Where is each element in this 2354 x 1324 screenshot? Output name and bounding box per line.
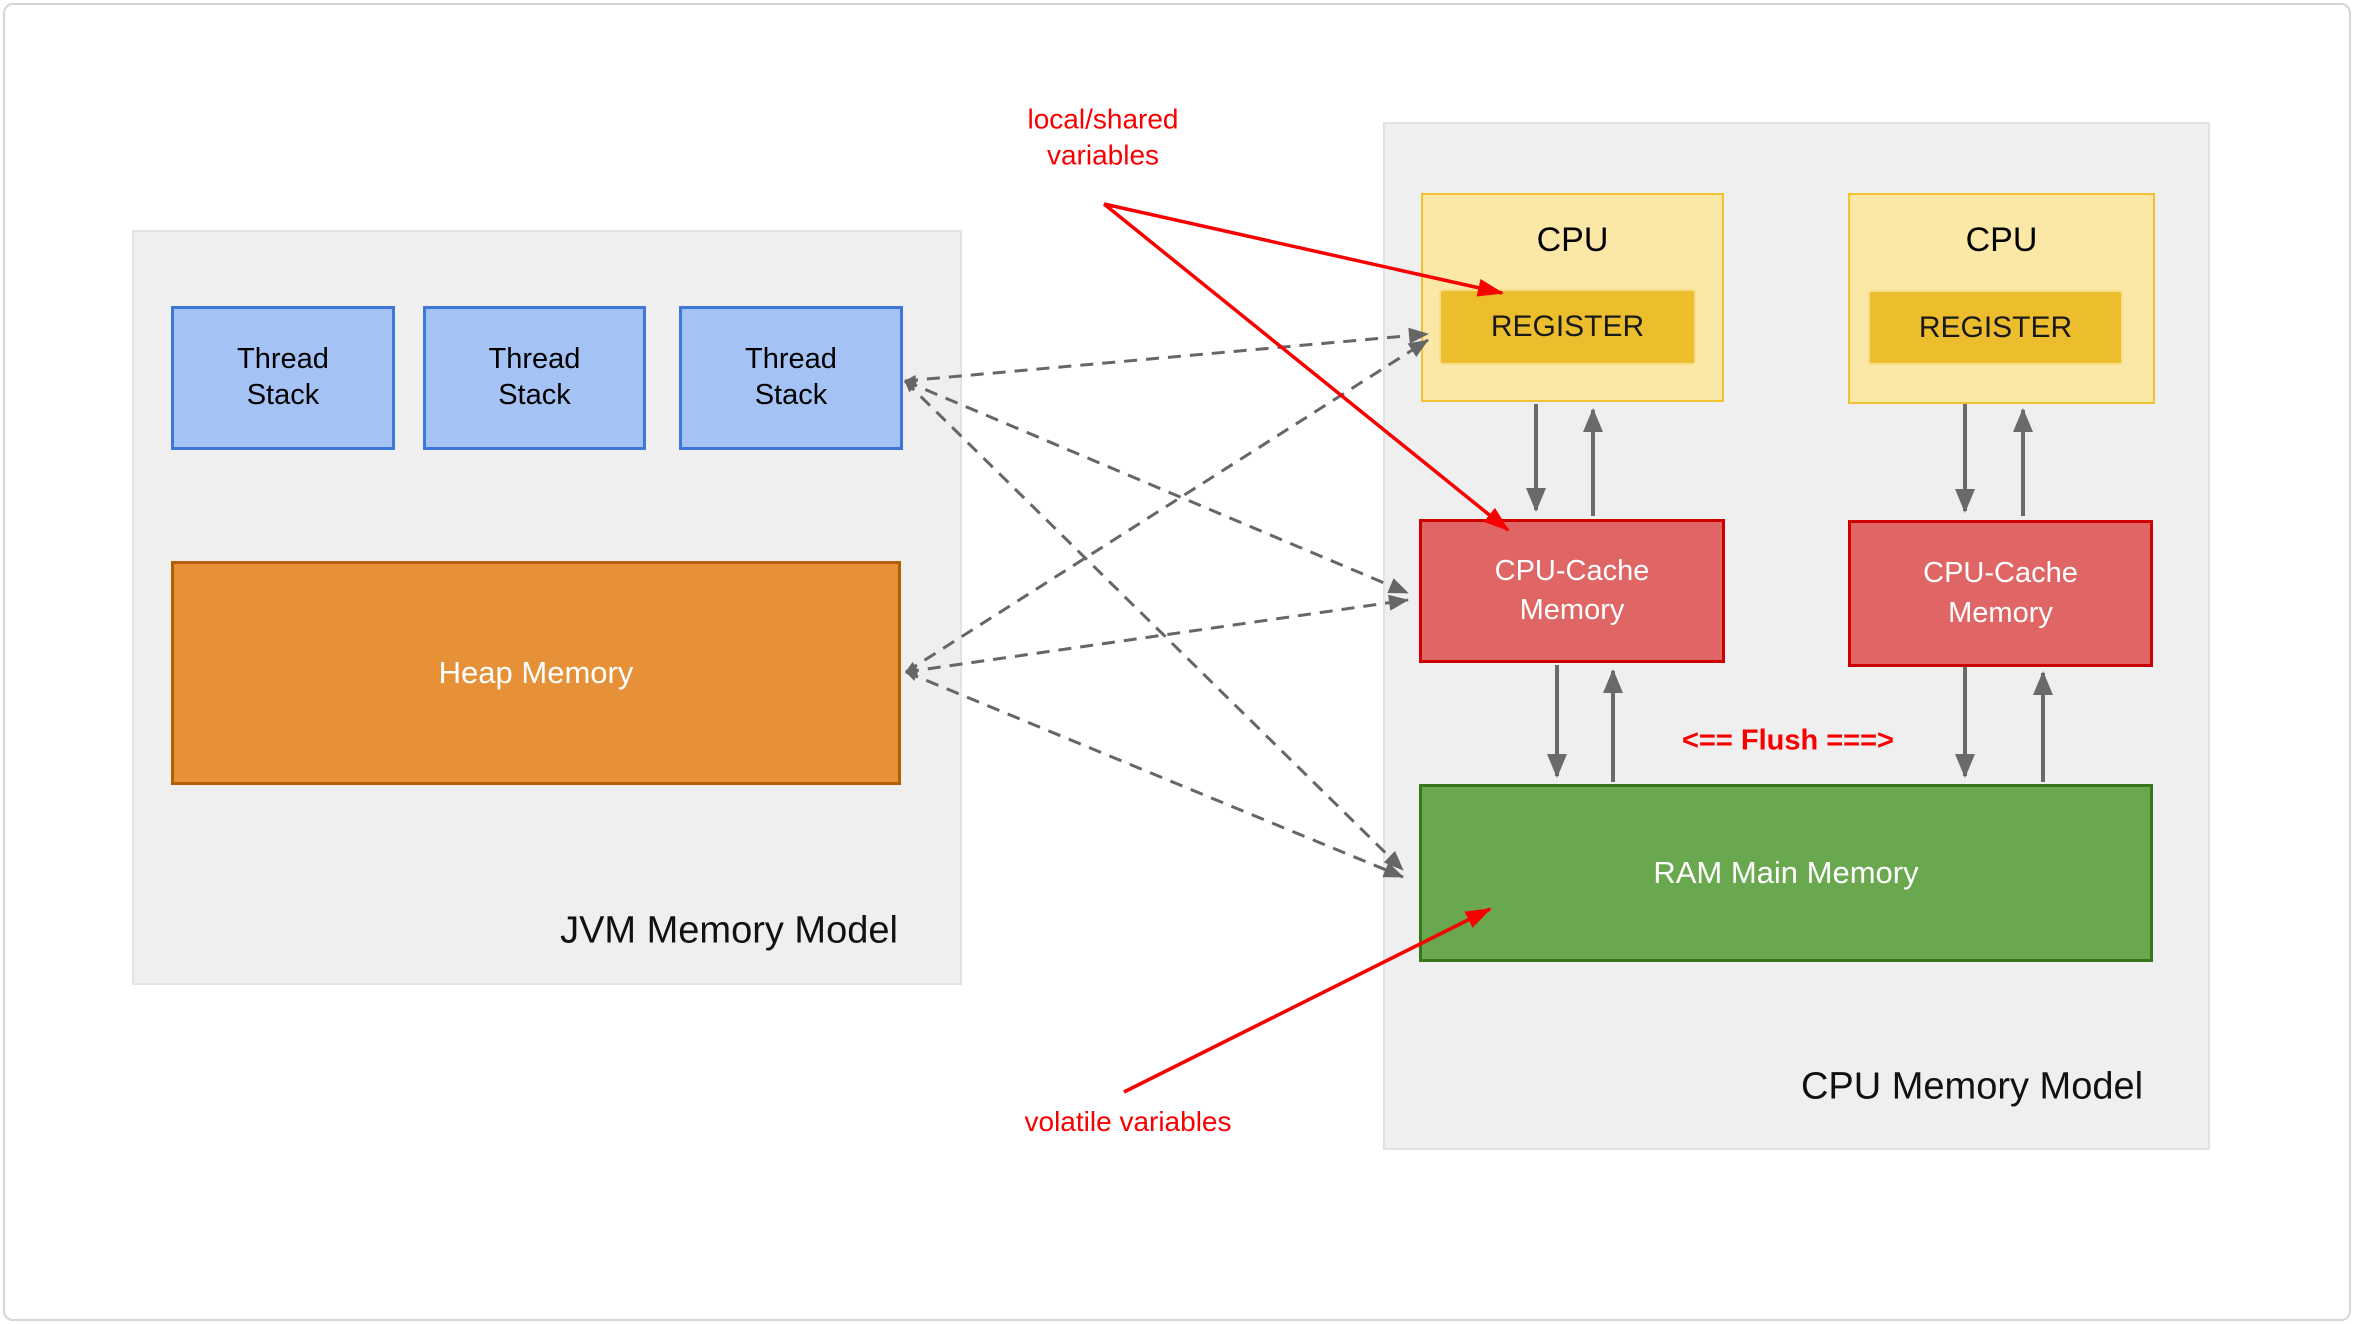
dashed-arrow-heap-cache xyxy=(905,594,1409,676)
thread-stack-box-1: Thread Stack xyxy=(171,306,395,450)
register-label: REGISTER xyxy=(1490,310,1645,343)
dashed-arrow-heap-register xyxy=(905,338,1429,674)
jvm-model-title: JVM Memory Model xyxy=(560,909,898,952)
dashed-arrow-stack-register xyxy=(904,327,1429,385)
flush-note: <== Flush ===> xyxy=(1682,724,1894,757)
ram-main-memory-box: RAM Main Memory xyxy=(1419,784,2153,962)
register-label: REGISTER xyxy=(1918,310,2073,344)
volatile-variables-note: volatile variables xyxy=(1024,1105,1232,1137)
thread-stack-label: Thread Stack xyxy=(745,343,837,411)
cpu-cache-box-1: CPU-Cache Memory xyxy=(1419,519,1725,663)
thread-stack-box-2: Thread Stack xyxy=(423,306,646,450)
cpu-label: CPU xyxy=(1965,221,2038,259)
cpu-label: CPU xyxy=(1536,221,1609,259)
ram-main-memory-label: RAM Main Memory xyxy=(1653,855,1919,890)
thread-stack-label: Thread Stack xyxy=(237,343,329,411)
cpu-cache-label: CPU-Cache Memory xyxy=(1923,557,2078,629)
register-box-2: REGISTER xyxy=(1868,290,2123,365)
dashed-arrow-heap-ram xyxy=(905,670,1404,879)
thread-stack-box-3: Thread Stack xyxy=(679,306,903,450)
local-shared-variables-note: local/shared variables xyxy=(1027,103,1179,171)
dashed-arrow-stack-ram xyxy=(903,379,1405,872)
thread-stack-label: Thread Stack xyxy=(488,343,581,411)
cpu-cache-box-2: CPU-Cache Memory xyxy=(1848,520,2153,667)
dashed-arrow-stack-cache xyxy=(904,379,1409,595)
cpu-model-title: CPU Memory Model xyxy=(1800,1065,2144,1108)
heap-memory-box: Heap Memory xyxy=(171,561,901,785)
register-box-1: REGISTER xyxy=(1439,289,1696,365)
cpu-cache-label: CPU-Cache Memory xyxy=(1494,554,1650,626)
heap-memory-label: Heap Memory xyxy=(438,655,634,690)
